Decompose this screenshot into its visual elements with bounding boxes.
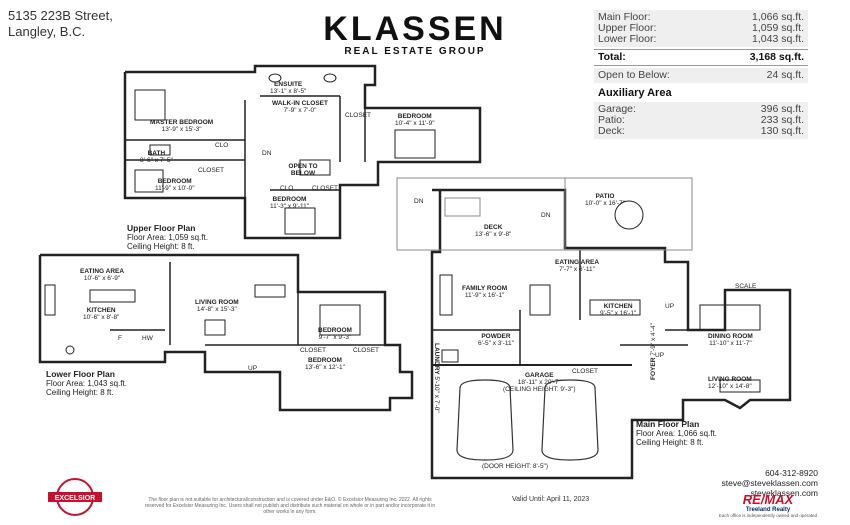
lower-fixtures (44, 284, 361, 355)
main-plan-title: Main Floor Plan Floor Area: 1,066 sq.ft.… (636, 419, 717, 448)
remax-name: RE/MAX (742, 492, 794, 507)
closet-label: CLOSET (353, 347, 380, 354)
closet-label: CLOSET (572, 368, 599, 375)
stair-up-label: UP (248, 365, 258, 372)
contact-website[interactable]: steveklassen.com (750, 488, 818, 498)
closet-label: CLOSET (312, 185, 339, 192)
badge-text: EXCELSIOR (55, 495, 95, 502)
brand-tagline: REAL ESTATE GROUP (344, 46, 486, 57)
clo-label: CLO (280, 185, 294, 192)
upper-plan-title: Upper Floor Plan Floor Area: 1,059 sq.ft… (127, 223, 208, 252)
area-row: Garage:396 sq.ft. (598, 103, 804, 115)
aux-area-title: Auxiliary Area (598, 87, 672, 99)
closet-label: CLOSET (300, 347, 327, 354)
open-below-block: Open to Below:24 sq.ft. (594, 68, 808, 83)
stair-dn-label: DN (262, 150, 272, 157)
stair-dn-label: DN (541, 212, 551, 219)
main-floor-walls (430, 188, 792, 480)
room-laundry: LAUNDRY 5'-10" x 7'-0" (433, 343, 440, 413)
area-row: Deck:130 sq.ft. (598, 125, 804, 137)
stair-up-label: UP (665, 303, 675, 310)
garage-door-height: (DOOR HEIGHT: 8'-5") (482, 463, 549, 470)
area-row: Upper Floor:1,059 sq.ft. (598, 22, 804, 34)
area-total: Total:3,168 sq.ft. (594, 49, 808, 66)
deck-patio-outline (396, 177, 693, 251)
lower-plan-title: Lower Floor Plan Floor Area: 1,043 sq.ft… (46, 369, 127, 398)
upper-fixtures (134, 73, 436, 235)
area-row: Main Floor:1,066 sq.ft. (598, 11, 804, 23)
aux-area-block: Garage:396 sq.ft. Patio:233 sq.ft. Deck:… (594, 102, 808, 139)
furnace-label: F (118, 335, 122, 342)
disclaimer: The floor plan is not suitable for archi… (144, 497, 436, 515)
closet-label: CLOSET (345, 112, 372, 119)
stair-up-label: UP (655, 352, 665, 359)
contact-email[interactable]: steve@steveklassen.com (721, 478, 818, 488)
address-line2: Langley, B.C. (8, 24, 86, 39)
contact-phone[interactable]: 604-312-8920 (765, 468, 818, 478)
remax-office: Treeland Realty (745, 507, 791, 513)
upper-floor-walls (123, 64, 482, 240)
floor-area-block: Main Floor:1,066 sq.ft. Upper Floor:1,05… (594, 10, 808, 47)
area-row: Open to Below:24 sq.ft. (598, 69, 804, 81)
address-line1: 5135 223B Street, (8, 8, 113, 23)
brand-logo: KLASSEN REAL ESTATE GROUP (300, 12, 530, 57)
stair-dn-label: DN (414, 198, 424, 205)
area-summary: Main Floor:1,066 sq.ft. Upper Floor:1,05… (594, 10, 808, 139)
excelsior-badge: EXCELSIOR (48, 478, 102, 516)
lower-floor-walls (38, 253, 414, 412)
garage-cars (456, 379, 599, 461)
area-row: Lower Floor:1,043 sq.ft. (598, 33, 804, 45)
remax-logo: RE/MAX Treeland Realty Each office is in… (708, 492, 828, 518)
scale-label: SCALE (735, 283, 757, 290)
clo-label: CLO (215, 142, 229, 149)
closet-label: CLOSET (198, 167, 225, 174)
room-open-to-below: OPEN TO BELOW (288, 163, 318, 177)
main-fixtures (439, 200, 761, 393)
brand-name: KLASSEN (323, 10, 507, 48)
hw-label: HW (142, 335, 153, 342)
contact-info: 604-312-8920 steve@steveklassen.com stev… (721, 468, 818, 498)
remax-fine-print: Each office is independently owned and o… (718, 513, 818, 518)
property-address: 5135 223B Street, Langley, B.C. (8, 8, 113, 40)
area-row: Patio:233 sq.ft. (598, 114, 804, 126)
valid-until: Valid Until: April 11, 2023 (512, 496, 590, 503)
